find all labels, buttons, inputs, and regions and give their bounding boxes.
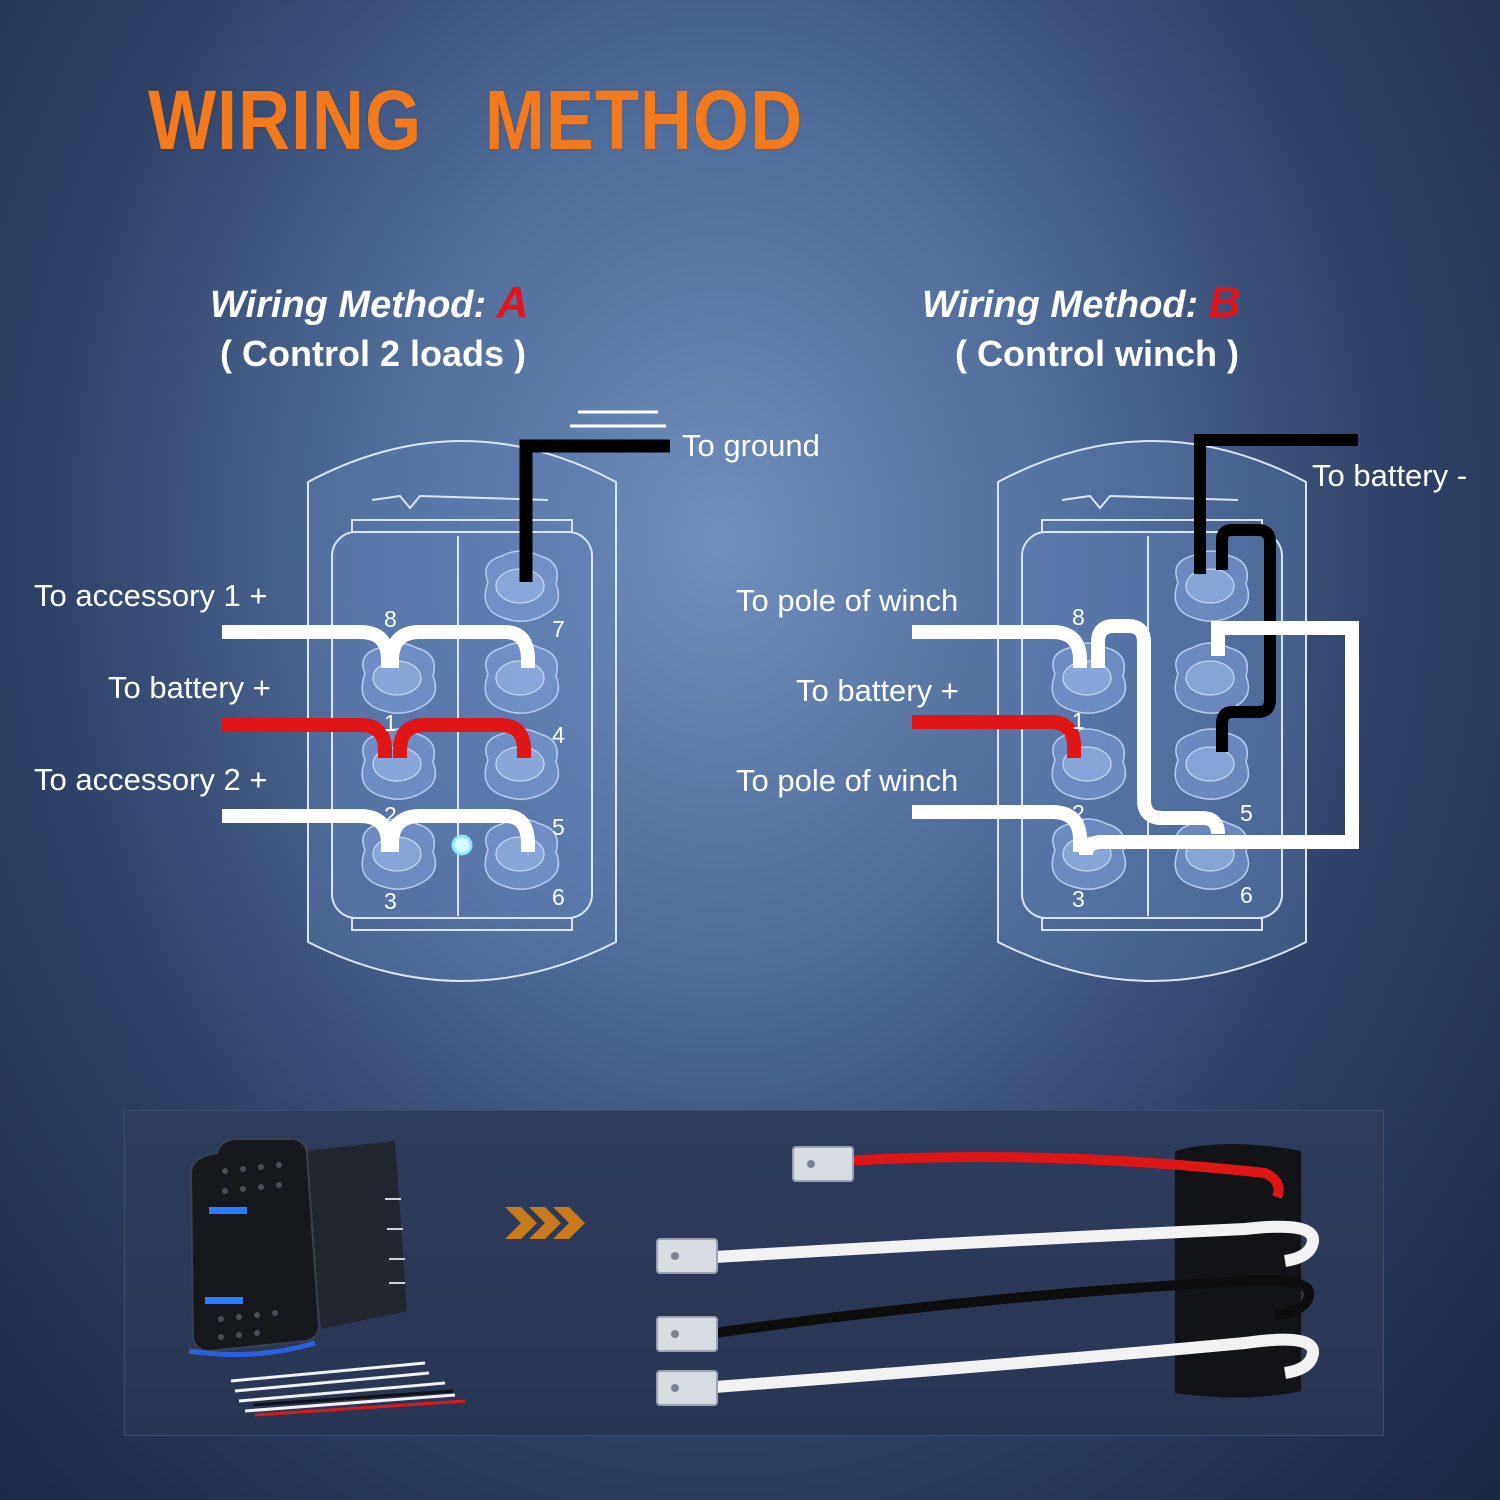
method-a-subtitle: ( Control 2 loads )	[220, 333, 526, 374]
pin-b-2: 2	[1072, 800, 1085, 826]
label-to-accessory-1: To accessory 1 +	[34, 578, 268, 613]
ground-symbol-icon	[570, 410, 666, 428]
pin-a-5: 5	[552, 814, 565, 840]
label-to-battery-minus: To battery -	[1312, 458, 1468, 493]
wire-a-battery	[222, 718, 531, 758]
product-photo-panel	[124, 1110, 1384, 1436]
pin-b-3: 3	[1072, 886, 1085, 912]
pin-a-3: 3	[384, 888, 397, 914]
label-to-accessory-2: To accessory 2 +	[34, 762, 268, 797]
label-a-to-battery-plus: To battery +	[108, 670, 271, 705]
wire-b-battery-plus	[912, 715, 1081, 758]
method-b-subtitle: ( Control winch )	[955, 333, 1239, 374]
pin-b-6: 6	[1240, 882, 1253, 908]
pin-a-7: 7	[552, 616, 565, 642]
pin-a-6: 6	[552, 884, 565, 910]
method-a-title: Wiring Method: A	[210, 278, 529, 328]
method-b-title-prefix: Wiring Method:	[922, 284, 1209, 326]
wire-b-pole1	[912, 625, 1087, 668]
switch-a-led-icon	[451, 834, 473, 856]
label-to-ground: To ground	[682, 428, 820, 463]
label-to-pole-of-winch-1: To pole of winch	[736, 583, 959, 618]
switch-a-housing	[307, 440, 617, 982]
method-a-letter: A	[496, 278, 529, 327]
switch-back-icon	[656, 1144, 1319, 1406]
pin-a-4: 4	[552, 722, 565, 748]
rocker-switch-icon	[188, 1138, 466, 1417]
method-a-title-prefix: Wiring Method:	[210, 284, 497, 326]
wire-a-accessory1	[222, 625, 535, 668]
pin-a-8: 8	[384, 606, 397, 632]
method-b-title: Wiring Method: B	[922, 278, 1241, 328]
pin-a-1: 1	[384, 710, 397, 736]
pin-b-5: 5	[1240, 800, 1253, 826]
wire-a-accessory2	[222, 809, 535, 852]
method-b-letter: B	[1208, 278, 1241, 327]
pin-b-1: 1	[1072, 708, 1085, 734]
pin-a-2: 2	[384, 802, 397, 828]
product-illustration	[188, 1138, 1319, 1417]
pin-b-8: 8	[1072, 604, 1085, 630]
wire-b-battery-minus	[1194, 434, 1358, 574]
wire-a-ground	[519, 439, 670, 582]
page-title: WIRING METHOD	[148, 73, 803, 167]
arrows-icon	[505, 1207, 585, 1239]
wire-b-crossover-2	[1091, 619, 1225, 835]
wiring-diagram	[222, 410, 1358, 982]
label-b-to-battery-plus: To battery +	[796, 673, 959, 708]
wire-b-pole2	[912, 805, 1087, 852]
label-to-pole-of-winch-2: To pole of winch	[736, 763, 959, 798]
